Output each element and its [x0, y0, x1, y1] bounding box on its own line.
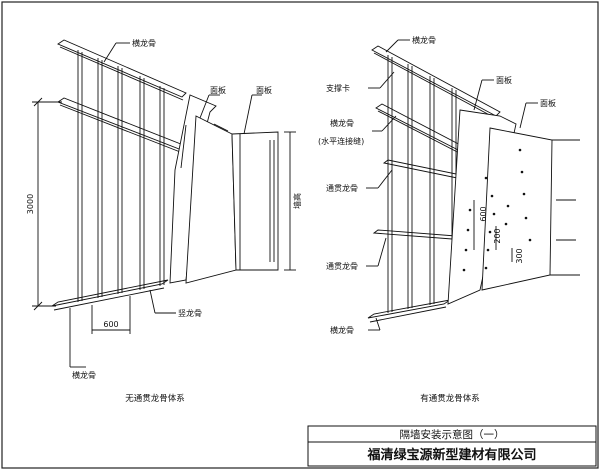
right-horizontal-keel-label: 横龙骨: [330, 118, 354, 128]
left-height-dimension: 3000: [26, 194, 35, 214]
left-frame-diagram: [32, 39, 296, 368]
right-300-dimension: 300: [515, 248, 524, 263]
right-frame-diagram: [366, 39, 580, 331]
right-horizontal-joint-label: (水平连接缝): [318, 136, 364, 146]
right-brace-label: 支撑卡: [326, 83, 350, 93]
right-screw-dots: [462, 148, 532, 272]
left-top-keel-label: 横龙骨: [132, 38, 156, 48]
title-block-title: 隔墙安装示意图（一）: [400, 428, 505, 441]
title-block: [307, 425, 597, 467]
right-bottom-keel-label: 横龙骨: [330, 325, 354, 335]
left-vertical-keel-label: 竖龙骨: [178, 308, 202, 318]
right-caption: 有通贯龙骨体系: [420, 393, 480, 404]
left-bottom-keel-label: 横龙骨: [72, 370, 96, 380]
title-block-company: 福清绿宝源新型建材有限公司: [366, 447, 536, 463]
right-through-keel-label-1: 通贯龙骨: [326, 183, 358, 193]
left-spacing-dimension: 600: [103, 320, 118, 329]
right-through-keel-label-2: 通贯龙骨: [326, 261, 358, 271]
right-top-keel-label: 横龙骨: [412, 35, 436, 45]
right-600-dimension: 600: [479, 206, 488, 221]
right-panel-label-2: 面板: [540, 98, 556, 108]
left-wall-height-dimension: 墙高: [292, 193, 302, 209]
left-panel-label-1: 面板: [210, 85, 226, 95]
right-panel-label-1: 面板: [496, 75, 512, 85]
right-200-dimension: 200: [493, 228, 502, 243]
left-caption: 无通贯龙骨体系: [125, 393, 185, 404]
left-panel-label-2: 面板: [256, 85, 272, 95]
